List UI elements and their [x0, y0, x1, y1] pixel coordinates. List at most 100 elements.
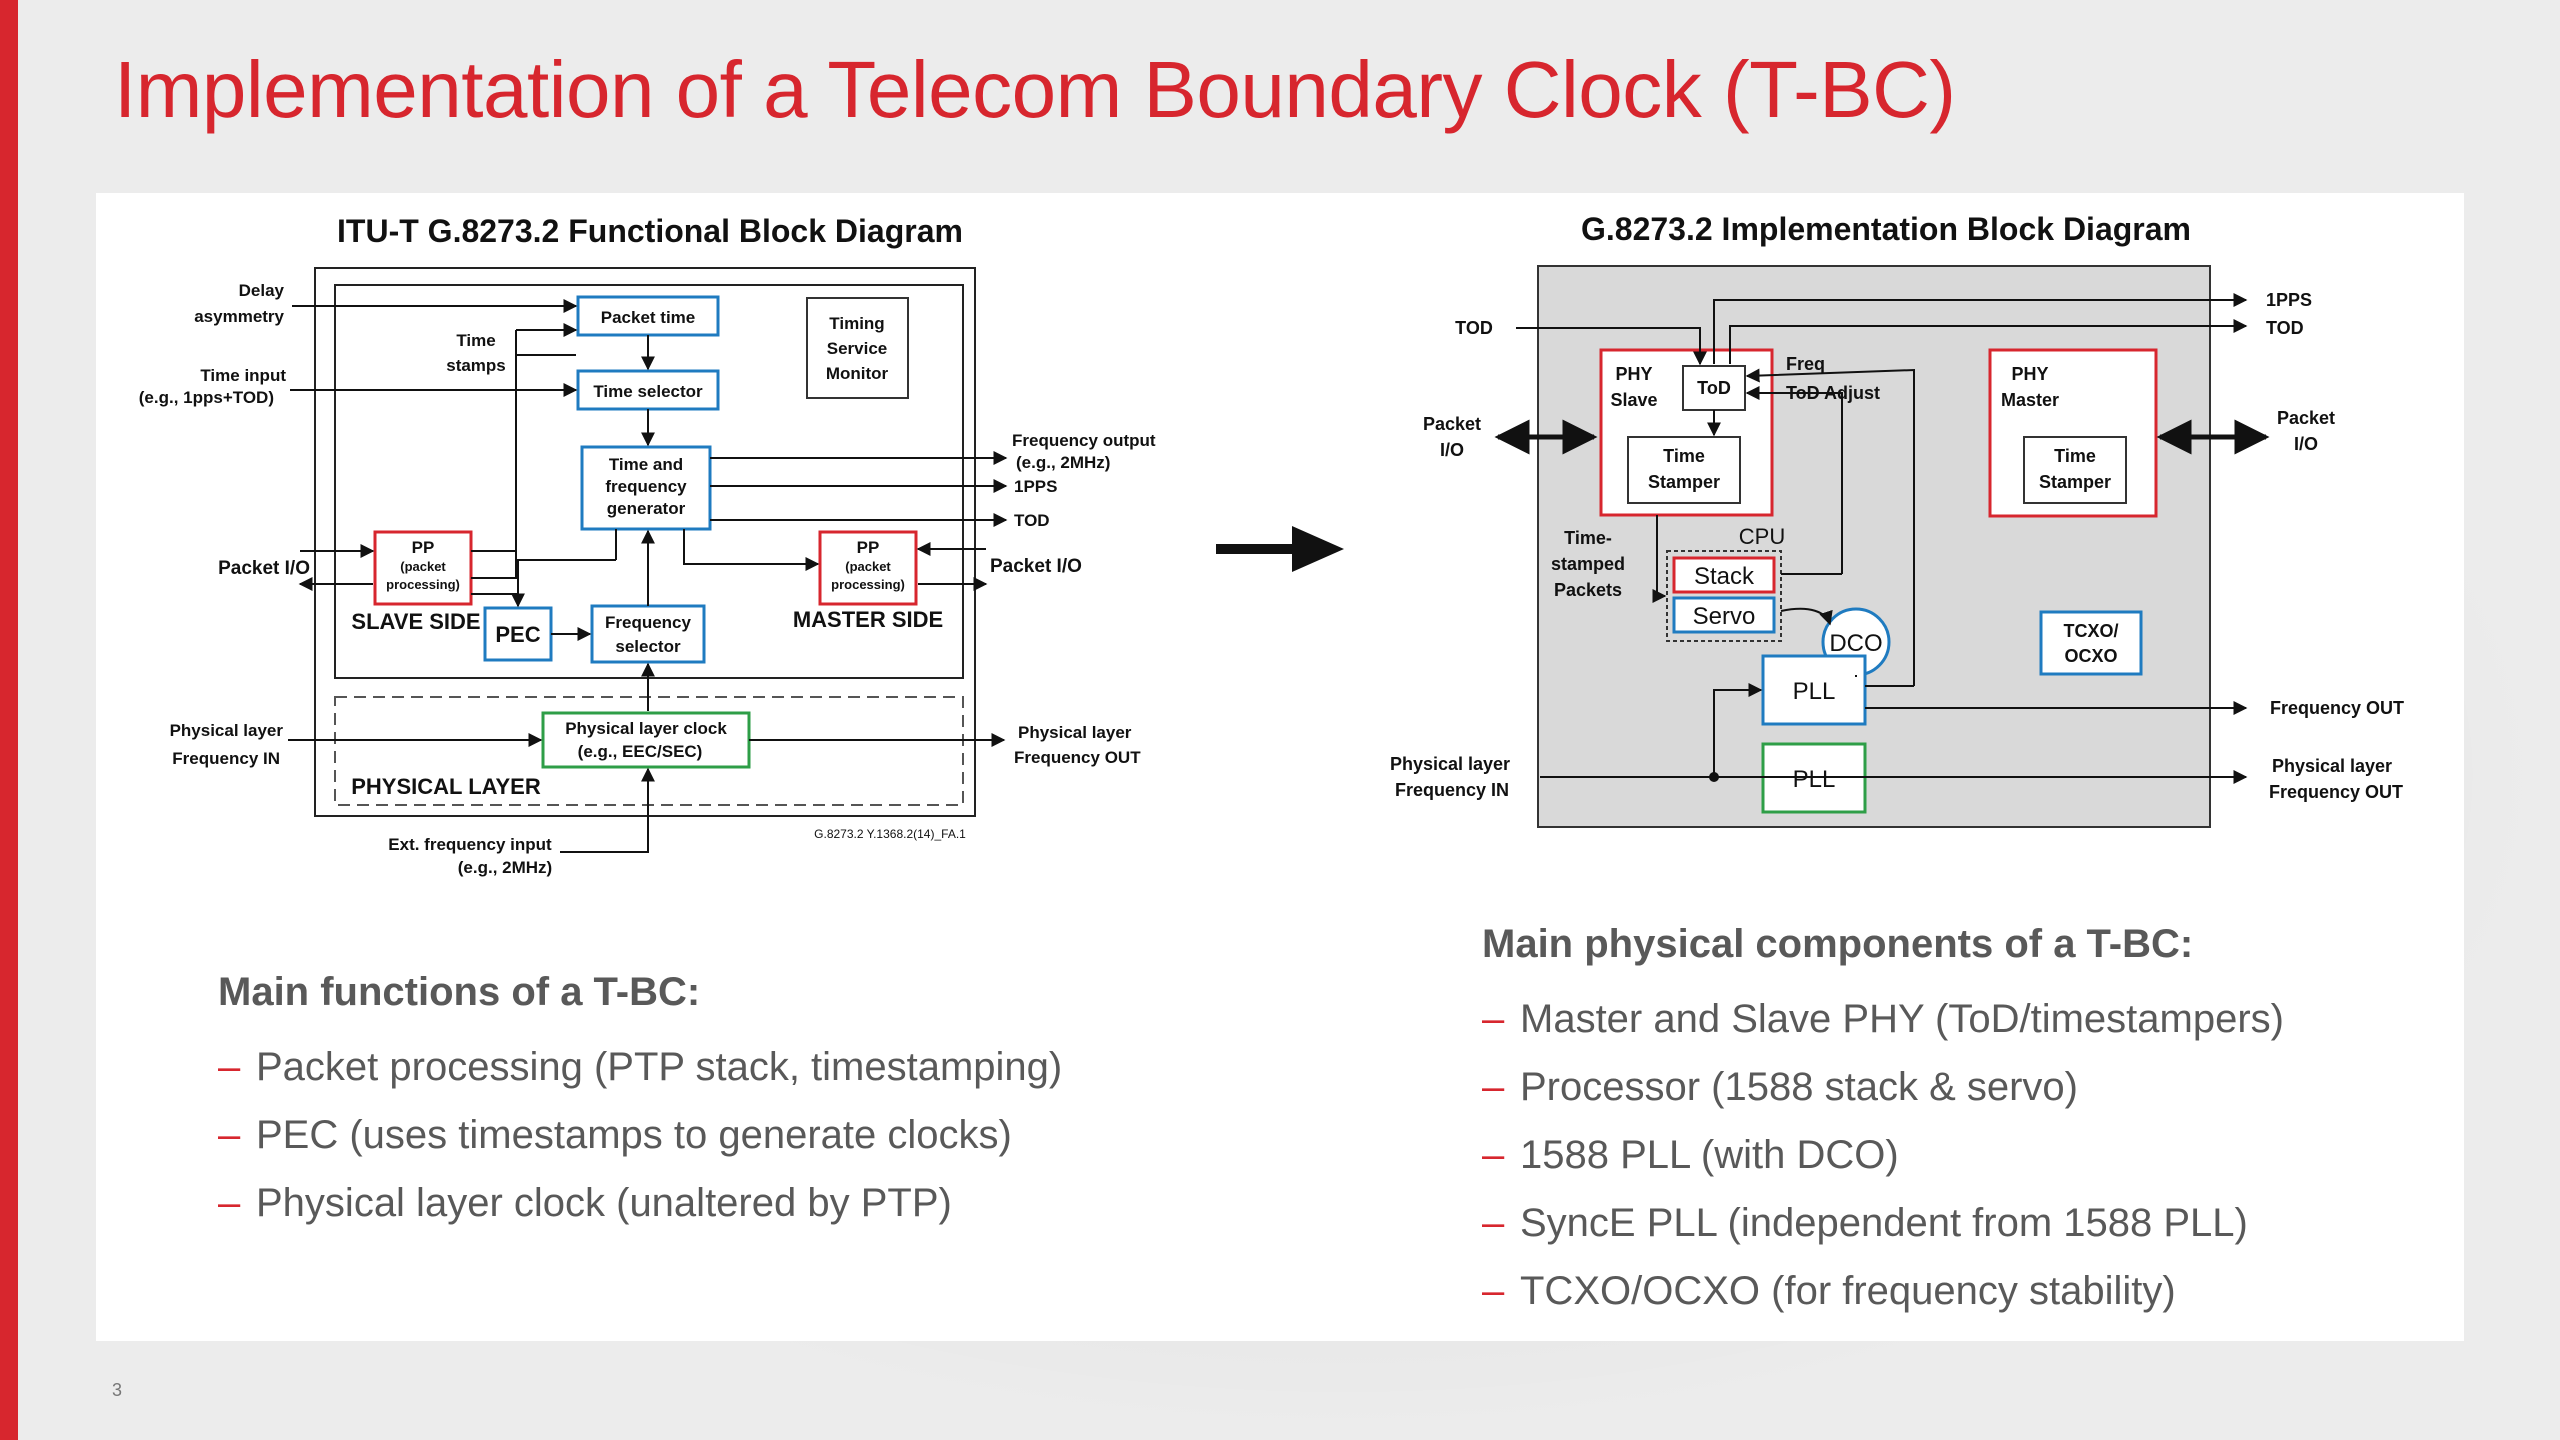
- pp-right-label-1: PP: [857, 538, 880, 557]
- figure-ref: G.8273.2 Y.1368.2(14)_FA.1: [814, 827, 966, 841]
- pp-left-label-1: PP: [412, 538, 435, 557]
- tsm-block: [806, 297, 909, 399]
- list-item: –Processor (1588 stack & servo): [1482, 1065, 2078, 1109]
- tod-out-label: TOD: [2266, 318, 2304, 338]
- tod-in-label: TOD: [1455, 318, 1493, 338]
- pp-left-label-3: processing): [386, 577, 460, 592]
- phy-slave-label-2: Slave: [1610, 390, 1657, 410]
- delay-asym-label-2: asymmetry: [194, 307, 284, 326]
- tsp-label-1: Time-: [1564, 528, 1612, 548]
- tfg-label-1: Time and: [609, 455, 683, 474]
- list-item: –1588 PLL (with DCO): [1482, 1133, 1899, 1177]
- left-connectors: [288, 299, 1008, 853]
- plc-label-1: Physical layer clock: [565, 719, 727, 738]
- phy-freq-out-label: Physical layer: [1018, 723, 1132, 742]
- servo-block: [1672, 596, 1776, 634]
- tfg-label-3: generator: [607, 499, 686, 518]
- freq-out-label: Frequency OUT: [2270, 698, 2404, 718]
- right-bullet-list: Main physical components of a T-BC: –Mas…: [1482, 922, 2284, 1325]
- left-functional-diagram: ITU-T G.8273.2 Functional Block Diagram …: [139, 213, 1156, 877]
- servo-label: Servo: [1693, 603, 1756, 630]
- tcxo-block: [2039, 610, 2143, 676]
- pp-left-label-2: (packet: [400, 559, 446, 574]
- tsp-label-3: Packets: [1554, 580, 1622, 600]
- ext-freq-label-2: (e.g., 2MHz): [458, 858, 552, 877]
- delay-asym-label: Delay: [239, 281, 285, 300]
- transition-arrow: [1216, 526, 1344, 572]
- pll-1588-block: [1761, 654, 1867, 726]
- phy-freq-out-label-r2: Frequency OUT: [2269, 782, 2403, 802]
- pll-1588-label: PLL: [1793, 678, 1836, 705]
- tfg-block: [580, 445, 712, 531]
- tsm-label-1: Timing: [829, 314, 884, 333]
- plc-label-2: (e.g., EEC/SEC): [578, 742, 703, 761]
- cpu-label: CPU: [1739, 524, 1785, 549]
- phy-freq-in-label: Physical layer: [170, 721, 284, 740]
- packet-time-block: [576, 295, 720, 337]
- ts-slave-block: [1627, 436, 1741, 504]
- pp-left-block: [373, 530, 473, 606]
- list-item: –PEC (uses timestamps to generate clocks…: [218, 1113, 1012, 1157]
- ts-slave-label-1: Time: [1663, 446, 1705, 466]
- outer-box: [314, 267, 976, 817]
- junction-dot: [1709, 772, 1719, 782]
- left-diagram-title: ITU-T G.8273.2 Functional Block Diagram: [337, 213, 963, 249]
- tfg-label-2: frequency: [605, 477, 687, 496]
- phy-slave-label-1: PHY: [1615, 364, 1652, 384]
- tod-block-label: ToD: [1697, 378, 1731, 398]
- tsm-label-3: Monitor: [826, 364, 889, 383]
- ts-slave-label-2: Stamper: [1648, 472, 1720, 492]
- left-bullet-heading: Main functions of a T-BC:: [218, 970, 701, 1014]
- freq-output-label-2: (e.g., 2MHz): [1016, 453, 1110, 472]
- tsm-label-2: Service: [827, 339, 888, 358]
- packet-io-right-label-2: I/O: [2294, 434, 2318, 454]
- tod-block: [1682, 365, 1746, 411]
- ext-freq-label: Ext. frequency input: [388, 835, 552, 854]
- slide-title: Implementation of a Telecom Boundary Clo…: [114, 45, 1956, 134]
- list-item: –SyncE PLL (independent from 1588 PLL): [1482, 1201, 2248, 1245]
- page-number: 3: [112, 1380, 123, 1400]
- time-stamps-label-2: stamps: [446, 356, 506, 375]
- pp-right-label-3: processing): [831, 577, 905, 592]
- time-stamps-label: Time: [456, 331, 495, 350]
- packet-io-left-label-2: I/O: [1440, 440, 1464, 460]
- freq-selector-label-2: selector: [615, 637, 681, 656]
- dco-label: DCO: [1829, 630, 1882, 657]
- tcxo-label-1: TCXO/: [2063, 621, 2118, 641]
- packet-time-label: Packet time: [601, 308, 696, 327]
- freq-label: Freq: [1786, 354, 1825, 374]
- tcxo-label-2: OCXO: [2064, 646, 2117, 666]
- stack-block: [1672, 556, 1776, 594]
- right-diagram-title: G.8273.2 Implementation Block Diagram: [1581, 211, 2191, 247]
- time-selector-label: Time selector: [593, 382, 703, 401]
- pps-out-label: 1PPS: [2266, 290, 2312, 310]
- phy-master-label-1: PHY: [2011, 364, 2048, 384]
- stack-label: Stack: [1694, 563, 1755, 590]
- list-item: –Master and Slave PHY (ToD/timestampers): [1482, 997, 2284, 1041]
- time-input-label-2: (e.g., 1pps+TOD): [139, 388, 274, 407]
- list-item: –TCXO/OCXO (for frequency stability): [1482, 1269, 2176, 1313]
- ts-master-label-1: Time: [2054, 446, 2096, 466]
- tsp-label-2: stamped: [1551, 554, 1625, 574]
- slave-side-label: SLAVE SIDE: [351, 609, 480, 634]
- phy-master-label-2: Master: [2001, 390, 2059, 410]
- freq-selector-block: [590, 604, 706, 664]
- pec-label: PEC: [495, 622, 540, 647]
- cpu-box: [1666, 550, 1782, 642]
- pps-output-label: 1PPS: [1014, 477, 1057, 496]
- pp-right-block: [818, 530, 918, 606]
- packet-io-left-label-1: Packet: [1423, 414, 1481, 434]
- master-side-label: MASTER SIDE: [793, 607, 943, 632]
- list-item: –Packet processing (PTP stack, timestamp…: [218, 1045, 1063, 1089]
- ts-master-label-2: Stamper: [2039, 472, 2111, 492]
- time-input-label: Time input: [200, 366, 286, 385]
- ts-master-block: [2023, 436, 2127, 504]
- packet-io-right-label: Packet I/O: [990, 556, 1082, 577]
- right-connectors: [1516, 293, 2248, 784]
- phy-freq-in-label-r: Physical layer: [1390, 754, 1510, 774]
- tod-output-label: TOD: [1014, 511, 1050, 530]
- phy-freq-in-label-r2: Frequency IN: [1395, 780, 1509, 800]
- right-bullet-heading: Main physical components of a T-BC:: [1482, 922, 2194, 966]
- left-bullet-list: Main functions of a T-BC: –Packet proces…: [218, 970, 1062, 1237]
